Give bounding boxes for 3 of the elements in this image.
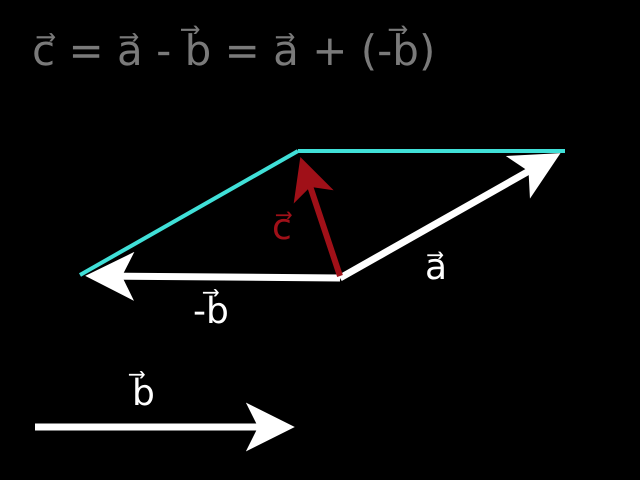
equation-title: c⃗ = a⃗ - b⃗ = a⃗ + (-b⃗)	[32, 28, 436, 74]
vector-label: a⃗	[425, 248, 448, 288]
vector-label: c⃗	[272, 208, 292, 248]
